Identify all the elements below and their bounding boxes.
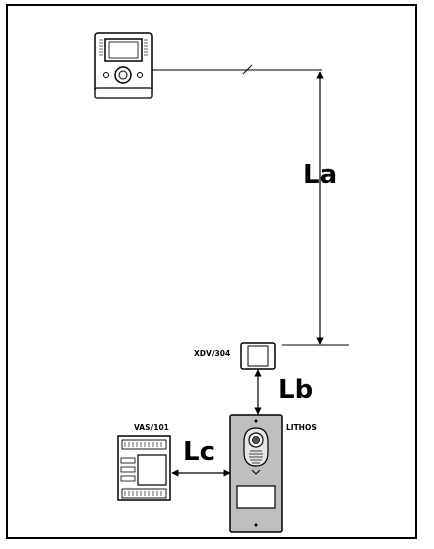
xdv-label: XDV/304	[194, 349, 230, 358]
vas-label: VAS/101	[134, 423, 169, 432]
diagram-frame	[6, 4, 417, 539]
la-label: La	[303, 160, 337, 190]
cable-slash	[242, 64, 253, 75]
xdv-interface-icon	[240, 342, 276, 370]
video-monitor-icon	[94, 32, 153, 99]
lc-label: Lc	[183, 437, 215, 467]
lb-label: Lb	[278, 375, 313, 405]
lithos-door-panel-icon	[229, 414, 283, 533]
din-power-supply-icon	[117, 435, 171, 501]
lithos-label: LITHOS	[286, 423, 317, 432]
